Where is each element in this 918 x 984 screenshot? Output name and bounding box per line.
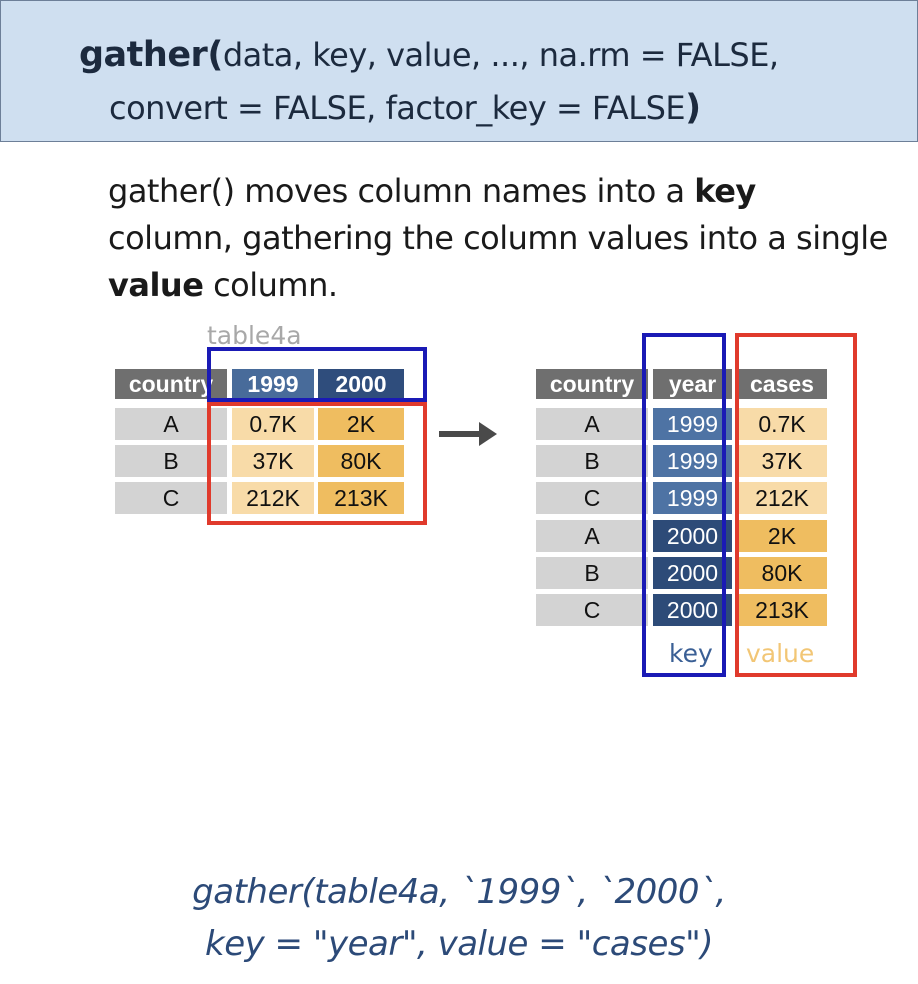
key-label: key	[669, 639, 713, 668]
description-key-term: key	[694, 172, 756, 210]
description-text-3: column.	[203, 266, 338, 304]
key-highlight-box	[207, 347, 427, 402]
signature-args-2: convert = FALSE, factor_key = FALSE	[109, 89, 686, 127]
table-cell: A	[536, 408, 648, 440]
key-column-box	[642, 333, 726, 677]
table-cell: 1999	[653, 408, 732, 440]
table-cell: 2K	[737, 520, 827, 552]
table-cell: B	[536, 557, 648, 589]
table-cell: 0.7K	[737, 408, 827, 440]
value-column-box	[735, 333, 857, 677]
table-cell: A	[536, 520, 648, 552]
signature-line-1: gather(data, key, value, ..., na.rm = FA…	[79, 35, 779, 75]
function-name: gather(	[79, 35, 223, 75]
table-cell: 0.7K	[232, 408, 314, 440]
table-cell: 2000	[653, 557, 732, 589]
table-cell: 212K	[232, 482, 314, 514]
left-header-1999: 1999	[232, 369, 314, 399]
table-cell: 37K	[737, 445, 827, 477]
table-cell: 213K	[318, 482, 404, 514]
table-cell: 212K	[737, 482, 827, 514]
signature-args-1: data, key, value, ..., na.rm = FALSE,	[222, 36, 779, 74]
table-cell: 213K	[737, 594, 827, 626]
table-cell: 2K	[318, 408, 404, 440]
right-header-year: year	[653, 369, 732, 399]
signature-line-2: convert = FALSE, factor_key = FALSE)	[109, 88, 701, 128]
table-cell: 2000	[653, 520, 732, 552]
table-cell: C	[536, 594, 648, 626]
description-value-term: value	[108, 266, 204, 304]
description-text-1: gather() moves column names into a	[108, 172, 695, 210]
arrow-icon	[439, 422, 497, 446]
left-header-2000: 2000	[318, 369, 404, 399]
table-cell: 1999	[653, 482, 732, 514]
table-name-label: table4a	[207, 321, 302, 350]
right-header-country: country	[536, 369, 648, 399]
table-cell: 1999	[653, 445, 732, 477]
table-cell: 80K	[737, 557, 827, 589]
right-header-cases: cases	[737, 369, 827, 399]
description: gather() moves column names into a key c…	[108, 168, 888, 309]
description-text-2: column, gathering the column values into…	[108, 219, 888, 257]
code-line-1: gather(table4a, `1999`, `2000`,	[192, 872, 726, 912]
code-line-2: key = "year", value = "cases")	[205, 924, 713, 964]
table-cell: B	[536, 445, 648, 477]
value-label: value	[746, 639, 815, 668]
table-cell: 80K	[318, 445, 404, 477]
table-cell: 2000	[653, 594, 732, 626]
function-signature-header: gather(data, key, value, ..., na.rm = FA…	[0, 0, 918, 142]
table-cell: C	[536, 482, 648, 514]
signature-close-paren: )	[685, 88, 701, 128]
value-highlight-box	[207, 402, 427, 525]
table-cell: 37K	[232, 445, 314, 477]
